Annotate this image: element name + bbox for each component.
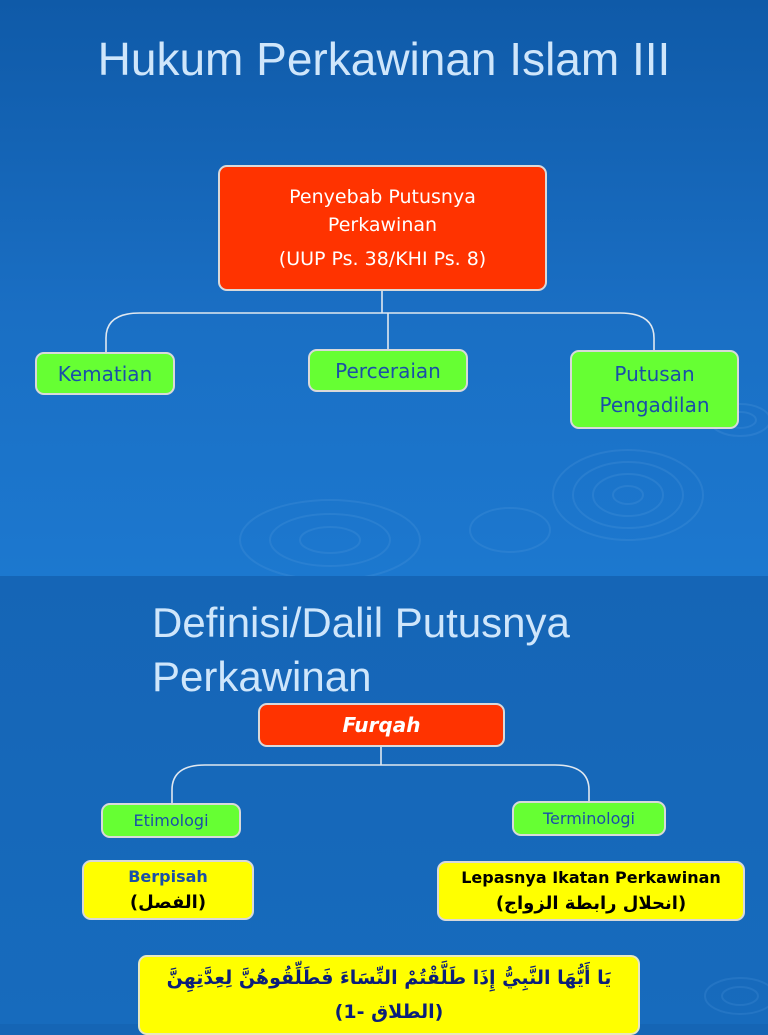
root-box-line-1: Penyebab Putusnya — [289, 186, 476, 208]
verse-line-1: يَا أَيُّهَا النَّبِيُّ إِذَا طَلَّقْتُم… — [166, 967, 612, 989]
root-box-furqah: Furqah — [258, 703, 505, 747]
child-box-perceraian-label: Perceraian — [335, 358, 441, 383]
child-box-putusan-pengadilan: Putusan Pengadilan — [570, 350, 739, 429]
ripple-decoration-2 — [704, 977, 768, 1015]
child-box-putusan-line-1: Putusan — [614, 361, 695, 386]
slide-2-title-line-2: Perkawinan — [152, 653, 372, 700]
lepasnya-arabic: (انحلال رابطة الزواج) — [495, 893, 687, 914]
etimologi-label: Etimologi — [133, 811, 209, 830]
root-box-penyebab: Penyebab Putusnya Perkawinan (UUP Ps. 38… — [218, 165, 547, 291]
child-box-kematian: Kematian — [35, 352, 175, 395]
box-quran-verse: يَا أَيُّهَا النَّبِيُّ إِذَا طَلَّقْتُم… — [138, 955, 640, 1035]
slide-1-title: Hukum Perkawinan Islam III — [97, 33, 671, 85]
slide-2-title: Definisi/Dalil Putusnya Perkawinan — [152, 596, 752, 704]
slide-2-title-line-1: Definisi/Dalil Putusnya — [152, 599, 570, 646]
box-etimologi: Etimologi — [101, 803, 241, 838]
verse-line-2: (الطلاق -1) — [334, 1001, 444, 1023]
root-box-line-2: Perkawinan — [327, 214, 438, 236]
root-box-line-3: (UUP Ps. 38/KHI Ps. 8) — [278, 248, 487, 270]
furqah-label: Furqah — [342, 713, 421, 737]
slide-1: Hukum Perkawinan Islam III — [0, 0, 768, 576]
terminologi-label: Terminologi — [543, 809, 635, 828]
child-box-kematian-label: Kematian — [57, 361, 153, 386]
child-box-perceraian: Perceraian — [308, 349, 468, 392]
box-berpisah: Berpisah (الفصل) — [82, 860, 254, 920]
berpisah-label: Berpisah — [128, 867, 208, 886]
child-box-putusan-line-2: Pengadilan — [599, 392, 710, 417]
box-lepasnya: Lepasnya Ikatan Perkawinan (انحلال رابطة… — [437, 861, 745, 921]
box-terminologi: Terminologi — [512, 801, 666, 836]
berpisah-arabic: (الفصل) — [129, 892, 207, 913]
lepasnya-label: Lepasnya Ikatan Perkawinan — [461, 868, 721, 887]
